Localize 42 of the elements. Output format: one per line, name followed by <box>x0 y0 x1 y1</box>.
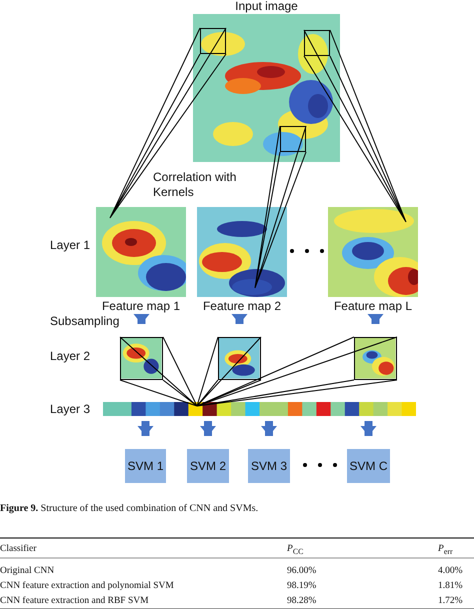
arrow <box>360 421 376 436</box>
table-cell: Original CNN <box>0 566 54 576</box>
kernel-window <box>280 126 306 152</box>
table-cell: CNN feature extraction and RBF SVM <box>0 596 149 606</box>
arrow <box>134 314 150 324</box>
arrow <box>368 314 384 324</box>
kernel-window <box>200 28 226 54</box>
annotation-text: Correlation with Kernels <box>153 170 238 200</box>
map-title: Feature map L <box>332 299 414 313</box>
table-cell: P$_{CC}$ <box>287 544 304 556</box>
classifier-box: SVM 2 <box>187 449 229 483</box>
layer-label: Layer 3 <box>50 402 90 416</box>
table-cell: Classifier <box>0 544 36 554</box>
kernel-window <box>304 30 330 56</box>
image-title: Input image <box>234 0 299 13</box>
arrow <box>138 421 154 436</box>
table-cell: 98.19% <box>287 581 316 591</box>
projection-lines <box>110 28 226 218</box>
projection-lines <box>196 336 262 406</box>
arrow <box>200 421 216 436</box>
map-title: Feature map 1 <box>100 299 182 313</box>
projection-lines <box>304 30 406 222</box>
table-cell: 96.00% <box>287 566 316 576</box>
table-cell: 98.28% <box>287 596 316 606</box>
table-cell: CNN feature extraction and polynomial SVM <box>0 581 174 591</box>
table-cell: 1.72% <box>438 596 463 606</box>
classifier-box: SVM C <box>347 449 390 483</box>
classifier-box: SVM 1 <box>125 449 166 483</box>
layer-label: Subsampling <box>50 314 120 328</box>
map-title: Feature map 2 <box>202 299 282 313</box>
projection-lines <box>254 126 306 288</box>
layer-label: Layer 2 <box>50 349 90 363</box>
classifier-box: SVM 3 <box>248 449 290 483</box>
arrow <box>232 314 248 324</box>
table-cell: P$_{err}$ <box>438 544 453 556</box>
arrow <box>261 421 277 436</box>
figure-caption: Figure 9. Structure of the used combination of CNN and SVMs. <box>0 503 258 514</box>
table-cell: 1.81% <box>438 581 463 591</box>
layer-label: Layer 1 <box>50 238 90 252</box>
projection-lines <box>196 336 398 406</box>
table-cell: 4.00% <box>438 566 463 576</box>
projection-lines <box>120 336 198 406</box>
